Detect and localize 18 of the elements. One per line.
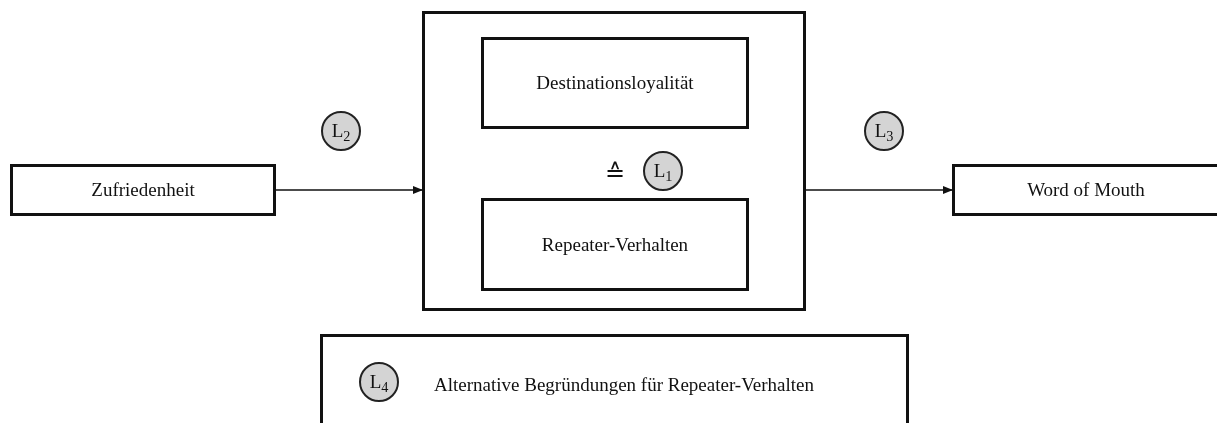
concept-label: Word of Mouth bbox=[1027, 178, 1145, 202]
marker-label: L$_{4}$ bbox=[369, 370, 389, 394]
marker-label: L$_{3}$ bbox=[874, 119, 894, 143]
concept-box bbox=[10, 164, 276, 216]
concept-box bbox=[952, 164, 1217, 216]
arrow bbox=[275, 186, 423, 194]
note-box bbox=[320, 334, 909, 423]
concept-label: Repeater-Verhalten bbox=[541, 232, 689, 257]
concept-label: Zufriedenheit bbox=[91, 178, 195, 202]
concept-label: Alternative Begründungen für Repeater-Verhalten bbox=[434, 373, 814, 397]
marker-label: L$_{1}$ bbox=[653, 159, 673, 183]
marker-label: L$_{2}$ bbox=[331, 119, 351, 143]
correspondence-symbol: ≙ bbox=[604, 159, 626, 188]
construct-frame bbox=[422, 11, 806, 311]
concept-label: Destinationsloyalität bbox=[536, 71, 694, 95]
concept-box bbox=[481, 37, 749, 129]
concept-box bbox=[481, 198, 749, 291]
arrow bbox=[805, 186, 953, 194]
